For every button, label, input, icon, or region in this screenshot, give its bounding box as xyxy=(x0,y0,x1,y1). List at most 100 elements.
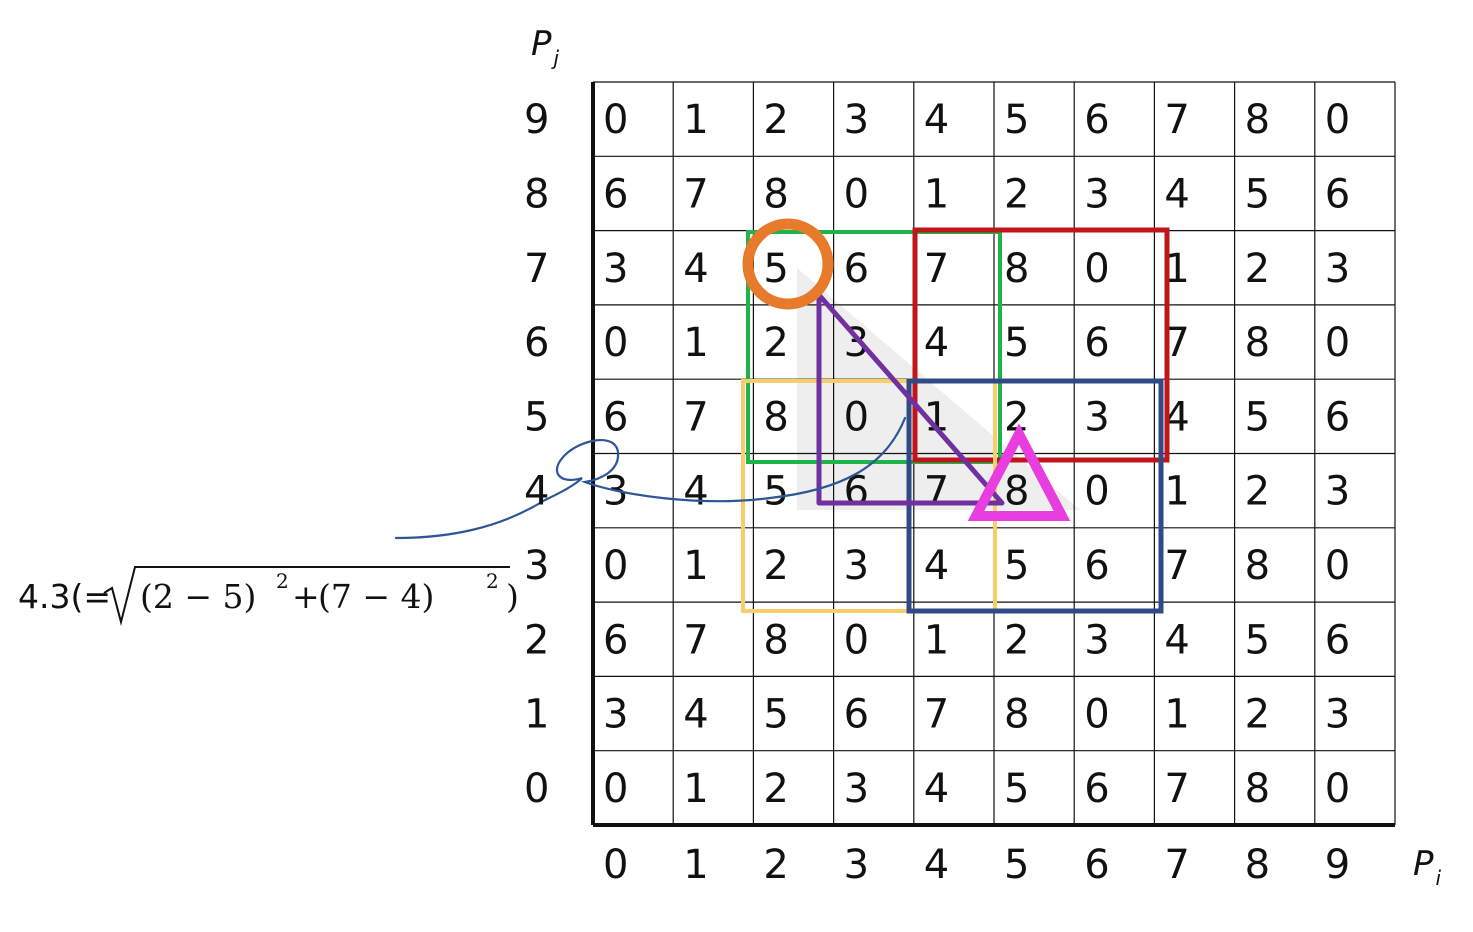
formula-plus: + xyxy=(292,577,320,616)
x-tick-label: 8 xyxy=(1245,842,1270,888)
grid-cell-value: 4 xyxy=(683,246,708,292)
grid-cell-value: 7 xyxy=(924,692,949,738)
grid-cell-value: 8 xyxy=(763,394,788,440)
grid-cell-value: 1 xyxy=(924,617,949,663)
grid-cell-value: 5 xyxy=(763,246,788,292)
formula-close: ) xyxy=(506,577,519,616)
distance-formula: 4.3(= (2 − 5) 2 + (7 − 4) 2 ) xyxy=(18,566,519,626)
grid-cell-value: 6 xyxy=(1084,766,1109,812)
grid-cell-value: 4 xyxy=(924,543,949,589)
grid-cell-value: 3 xyxy=(1084,171,1109,217)
grid-cell-value: 3 xyxy=(1084,617,1109,663)
grid-cell-value: 2 xyxy=(1245,246,1270,292)
grid-cell-value: 4 xyxy=(1164,171,1189,217)
grid-cell-value: 0 xyxy=(603,543,628,589)
grid-cell-value: 3 xyxy=(844,543,869,589)
grid-cell-value: 0 xyxy=(1325,543,1350,589)
y-tick-label: 1 xyxy=(524,692,549,738)
grid-cell-value: 6 xyxy=(1084,543,1109,589)
formula-lead: 4.3(= xyxy=(18,577,111,616)
grid-cell-value: 6 xyxy=(1084,320,1109,366)
grid-cell-value: 8 xyxy=(1004,246,1029,292)
formula-part-b: (7 − 4) xyxy=(318,577,434,616)
grid-cells: 0 1 2 3 4 5 6 7 8 0 6 7 8 0 1 2 3 4 5 6 3 4 5 6 7 8 0 1 2 3 0 1 2 3 4 5 6 7 8 0… xyxy=(603,97,1350,812)
grid-cell-value: 6 xyxy=(1325,171,1350,217)
grid-cell-value: 3 xyxy=(1325,469,1350,515)
grid-cell-value: 0 xyxy=(603,766,628,812)
grid-cell-value: 5 xyxy=(1245,171,1270,217)
y-tick-label: 7 xyxy=(524,246,549,292)
x-tick-label: 7 xyxy=(1164,842,1189,888)
grid-cell-value: 5 xyxy=(763,692,788,738)
grid-cell-value: 6 xyxy=(603,617,628,663)
grid-cell-value: 2 xyxy=(1004,617,1029,663)
grid-cell-value: 7 xyxy=(1164,543,1189,589)
grid-cell-value: 0 xyxy=(1325,97,1350,143)
grid-cell-value: 5 xyxy=(1004,543,1029,589)
x-tick-label: 3 xyxy=(844,842,869,888)
formula-sup-b: 2 xyxy=(486,569,499,593)
formula-sup-a: 2 xyxy=(276,569,289,593)
grid-cell-value: 0 xyxy=(844,394,869,440)
pen-stroke xyxy=(394,416,907,540)
grid-cell-value: 5 xyxy=(763,469,788,515)
grid-lines xyxy=(591,81,1396,827)
grid-cell-value: 6 xyxy=(1325,617,1350,663)
radical-sign xyxy=(103,566,510,626)
grid-cell-value: 2 xyxy=(763,543,788,589)
grid-cell-value: 3 xyxy=(1084,394,1109,440)
grid-cell-value: 3 xyxy=(603,692,628,738)
grid-cell-value: 4 xyxy=(924,97,949,143)
grid-cell-value: 7 xyxy=(683,394,708,440)
grid-cell-value: 8 xyxy=(1245,543,1270,589)
x-tick-label: 1 xyxy=(683,842,708,888)
grid-cell-value: 0 xyxy=(1084,469,1109,515)
grid-cell-value: 8 xyxy=(763,617,788,663)
grid-cell-value: 6 xyxy=(603,171,628,217)
grid-cell-value: 2 xyxy=(763,320,788,366)
y-tick-label: 2 xyxy=(524,617,549,663)
grid-cell-value: 4 xyxy=(1164,617,1189,663)
grid-cell-value: 6 xyxy=(1084,97,1109,143)
grid-cell-value: 2 xyxy=(763,97,788,143)
grid-cell-value: 7 xyxy=(683,617,708,663)
grid-cell-value: 1 xyxy=(683,766,708,812)
grid-cell-value: 8 xyxy=(1245,97,1270,143)
grid-cell-value: 0 xyxy=(1084,246,1109,292)
grid-cell-value: 1 xyxy=(683,97,708,143)
grid-cell-value: 7 xyxy=(1164,766,1189,812)
grid-cell-value: 5 xyxy=(1245,617,1270,663)
grid-cell-value: 8 xyxy=(1004,469,1029,515)
red-box xyxy=(912,227,1170,463)
x-tick-label: 4 xyxy=(924,842,949,888)
grid-cell-value: 0 xyxy=(1084,692,1109,738)
grid-cell-value: 1 xyxy=(683,320,708,366)
grid-cell-value: 0 xyxy=(844,617,869,663)
grid-cell-value: 1 xyxy=(1164,692,1189,738)
grid-cell-value: 4 xyxy=(924,320,949,366)
grid-cell-value: 5 xyxy=(1004,97,1029,143)
grid-cell-value: 3 xyxy=(844,97,869,143)
grid-cell-value: 2 xyxy=(1245,469,1270,515)
purple-triangle xyxy=(816,292,1005,506)
x-tick-label: 9 xyxy=(1325,842,1350,888)
grid-cell-value: 6 xyxy=(1325,394,1350,440)
blue-box xyxy=(906,378,1164,614)
grid-cell-value: 1 xyxy=(683,543,708,589)
grid-cell-value: 4 xyxy=(683,469,708,515)
grid-cell-value: 8 xyxy=(1245,766,1270,812)
x-tick-label: 5 xyxy=(1004,842,1029,888)
x-tick-label: 6 xyxy=(1084,842,1109,888)
grid-cell-value: 0 xyxy=(1325,320,1350,366)
grid-cell-value: 7 xyxy=(924,246,949,292)
grid-cell-value: 6 xyxy=(603,394,628,440)
grid-cell-value: 2 xyxy=(1245,692,1270,738)
grid-cell-value: 0 xyxy=(844,171,869,217)
grid-cell-value: 0 xyxy=(603,320,628,366)
y-tick-label: 3 xyxy=(524,543,549,589)
grid-cell-value: 7 xyxy=(924,469,949,515)
